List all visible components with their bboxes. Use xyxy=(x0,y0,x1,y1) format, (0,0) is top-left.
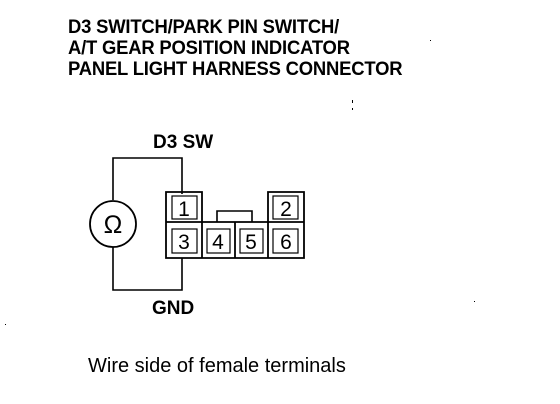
title-line-1: D3 SWITCH/PARK PIN SWITCH/ xyxy=(68,17,340,38)
pin-3-label: 3 xyxy=(178,231,190,254)
wire-to-terminal-1 xyxy=(112,157,183,200)
pin-2-label: 2 xyxy=(280,198,292,221)
gnd-label: GND xyxy=(152,298,195,319)
pin-4-label: 4 xyxy=(212,231,224,254)
scan-specks xyxy=(5,40,475,325)
diagram-title: D3 SWITCH/PARK PIN SWITCH/ A/T GEAR POSI… xyxy=(68,17,524,80)
harness-connector xyxy=(165,191,305,259)
pin-6-label: 6 xyxy=(280,231,292,254)
title-line-2: A/T GEAR POSITION INDICATOR xyxy=(68,38,350,59)
diagram-caption: Wire side of female terminals xyxy=(88,355,346,377)
d3-sw-label: D3 SW xyxy=(153,132,214,153)
wire-to-terminal-3 xyxy=(112,247,183,291)
ohmmeter-icon: Ω xyxy=(89,200,137,248)
ohm-symbol: Ω xyxy=(104,211,123,239)
pin-1-label: 1 xyxy=(178,198,190,221)
title-line-3: PANEL LIGHT HARNESS CONNECTOR xyxy=(68,59,403,80)
pin-5-label: 5 xyxy=(245,231,257,254)
